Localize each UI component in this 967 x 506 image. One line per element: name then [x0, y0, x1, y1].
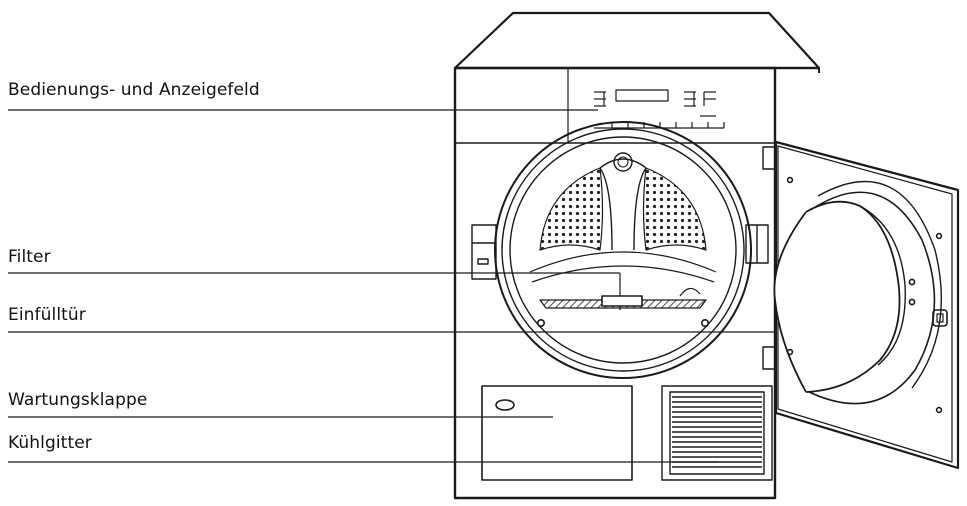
drum-interior — [529, 158, 717, 309]
cooling-grille-drawing — [661, 385, 773, 481]
door-opening — [494, 121, 752, 379]
leader-lines — [8, 109, 823, 463]
grille-slats — [672, 396, 762, 468]
label-cooling-grille: Kühlgitter — [8, 433, 92, 453]
door-catches — [471, 224, 769, 280]
label-service-flap: Wartungsklappe — [8, 390, 148, 410]
label-filter: Filter — [8, 247, 51, 267]
service-flap — [481, 385, 633, 481]
label-door: Einfülltür — [8, 305, 86, 325]
label-control-panel: Bedienungs- und Anzeigefeld — [8, 80, 260, 100]
cabinet-top — [453, 11, 821, 70]
open-door — [773, 140, 960, 470]
